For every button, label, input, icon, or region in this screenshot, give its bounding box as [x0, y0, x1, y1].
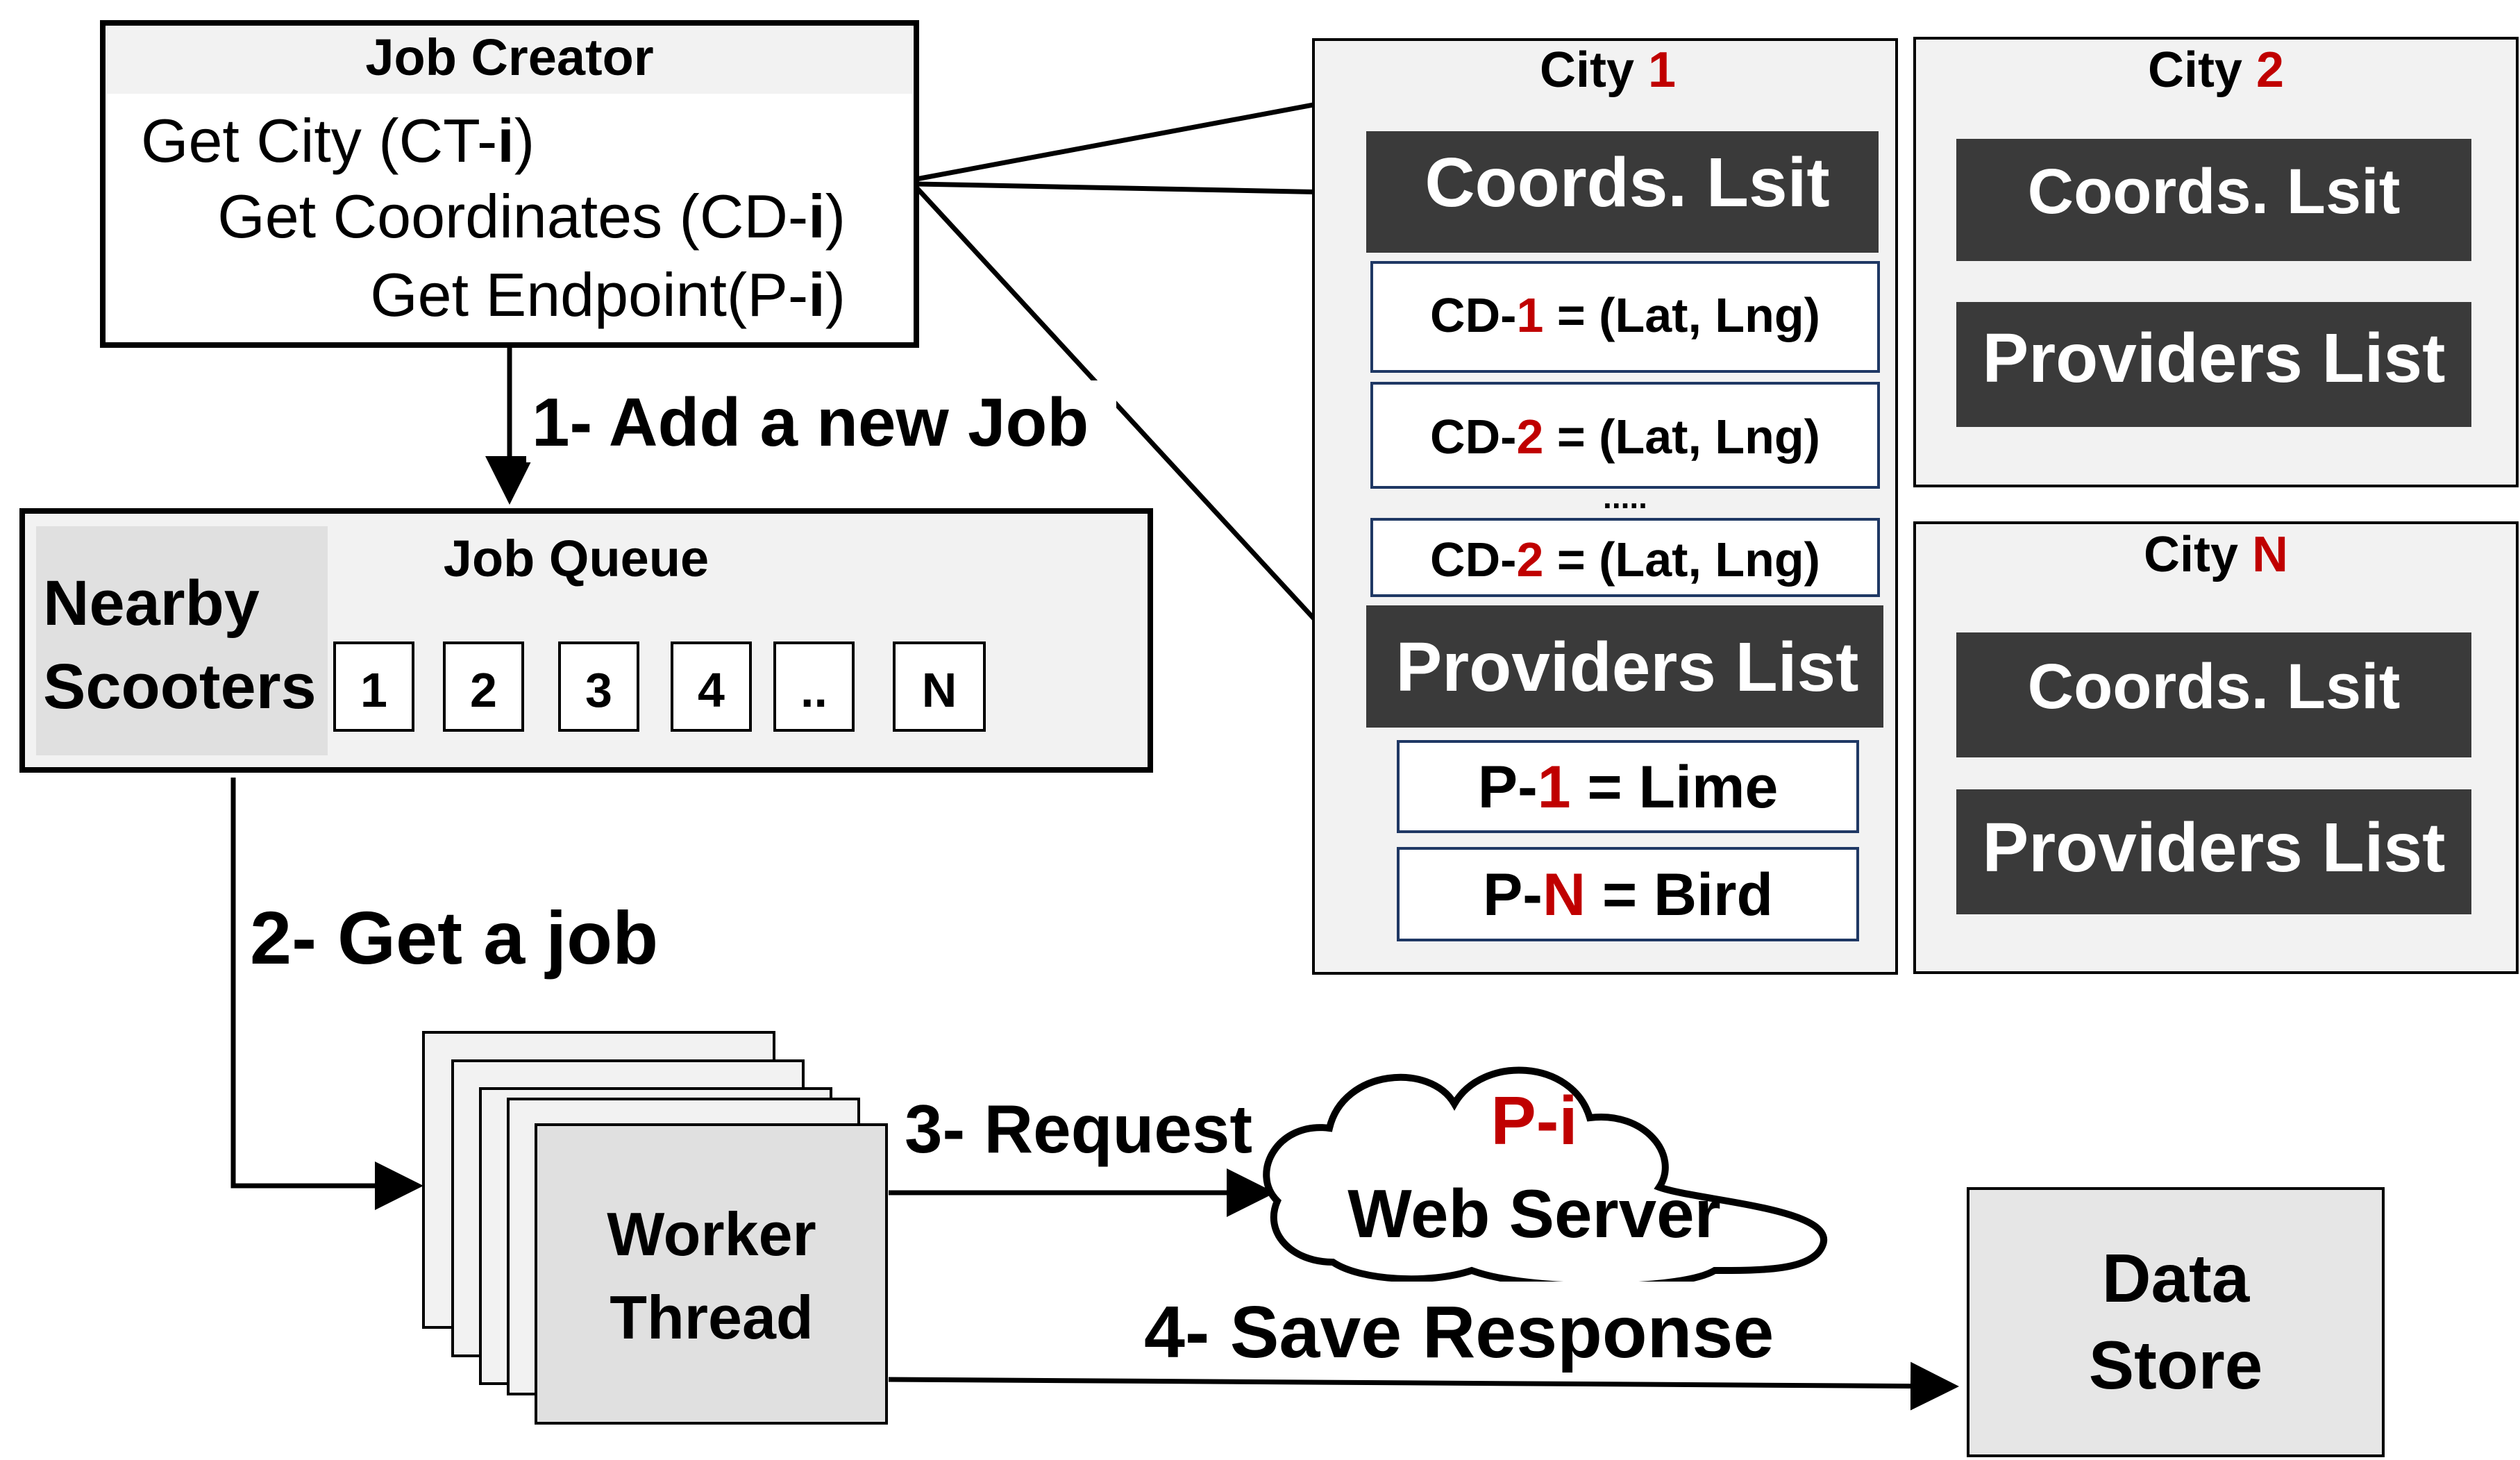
data-store-box: Data Store: [1967, 1187, 2385, 1457]
queue-slot: [333, 641, 414, 732]
web-server-cloud: P-i Web Server: [1263, 1066, 1828, 1290]
job-creator-box: Job Creator Get City (CT-i) Get Coordina…: [100, 20, 919, 348]
job-queue-title: Job Queue: [444, 530, 709, 587]
cityN-coords-header: [1956, 632, 2471, 757]
city1-cd-row-2-label: CD-2 = (Lat, Lng): [1430, 410, 1820, 464]
city1-cd-row-3-label: CD-2 = (Lat, Lng): [1430, 532, 1820, 587]
nearby-label: Nearby: [43, 568, 260, 639]
step-request-label: 3- Request: [905, 1091, 1252, 1167]
city1-cd-row-1: [1370, 261, 1880, 373]
job-creator-title: Job Creator: [365, 28, 653, 86]
city2-coords-header-label: Coords. Lsit: [2028, 156, 2401, 227]
worker-thread-stack: Worker Thread: [422, 1031, 888, 1425]
queue-slot: [671, 641, 752, 732]
step-add-job-label: 1- Add a new Job: [532, 384, 1089, 460]
queue-slot: [893, 641, 986, 732]
arrow-get-job: [230, 778, 423, 1210]
city1-cd-row-3: [1370, 518, 1880, 597]
queue-slot-label: 2: [470, 663, 497, 717]
city2-coords-header: [1956, 139, 2471, 261]
data-store-label-1: Data: [2102, 1240, 2251, 1316]
city1-panel: City 1 Coords. Lsit CD-1 = (Lat, Lng) CD…: [1312, 38, 1898, 975]
city2-panel: City 2 Coords. Lsit Providers List: [1913, 37, 2519, 487]
queue-slot: [443, 641, 524, 732]
city1-coords-header-label: Coords. Lsit: [1425, 144, 1829, 221]
arrow-to-coords-list: [916, 167, 1372, 217]
cityN-panel: City N Coords. Lsit Providers List: [1913, 521, 2519, 974]
city2-title: City 2: [2148, 42, 2284, 98]
get-city-line: Get City (CT-i): [141, 106, 535, 175]
arrow-to-providers-list: [914, 185, 1371, 681]
web-server-label: Web Server: [1347, 1175, 1720, 1252]
city2-providers-header: [1956, 302, 2471, 427]
city1-title: City 1: [1540, 42, 1676, 98]
cityN-coords-header-label: Coords. Lsit: [2028, 651, 2401, 722]
queue-slot-label: 3: [585, 663, 612, 717]
cityN-providers-header-label: Providers List: [1983, 809, 2446, 887]
queue-slot-label: 1: [360, 663, 387, 717]
cityN-providers-header: [1956, 789, 2471, 914]
city1-provider-row-2: [1397, 847, 1859, 941]
city1-cd-row-1-label: CD-1 = (Lat, Lng): [1430, 288, 1820, 342]
queue-slot-label: N: [922, 663, 957, 717]
city1-provider-row-2-label: P-N = Bird: [1483, 862, 1773, 928]
queue-slot-label: 4: [698, 663, 725, 717]
data-store-label-2: Store: [2089, 1327, 2263, 1403]
get-endpoint-line: Get Endpoint(P-i): [370, 260, 846, 329]
queue-slot: [773, 641, 855, 732]
city1-coords-header: [1366, 131, 1879, 253]
city1-providers-header: [1366, 605, 1883, 728]
queue-slot: [558, 641, 639, 732]
city1-providers-header-label: Providers List: [1396, 628, 1859, 706]
arrow-save-response: [888, 1361, 1959, 1411]
city1-provider-row-1-label: P-1 = Lime: [1478, 754, 1779, 821]
get-coordinates-line: Get Coordinates (CD-i): [217, 182, 846, 251]
queue-slot-label: ..: [800, 663, 828, 717]
city2-providers-header-label: Providers List: [1983, 319, 2446, 397]
scooters-label: Scooters: [43, 651, 317, 722]
city1-provider-row-1: [1397, 740, 1859, 833]
thread-label: Thread: [610, 1283, 813, 1352]
city1-cd-ellipsis: .....: [1603, 479, 1647, 515]
web-server-provider-label: P-i: [1490, 1082, 1577, 1159]
step-get-job-label: 2- Get a job: [250, 896, 658, 980]
queue-slots: 1 2 3 4.. N: [333, 641, 986, 732]
cityN-title: City N: [2144, 527, 2288, 582]
step-save-response-label: 4- Save Response: [1144, 1291, 1774, 1373]
city1-cd-row-2: [1370, 382, 1880, 489]
worker-label: Worker: [607, 1200, 816, 1268]
